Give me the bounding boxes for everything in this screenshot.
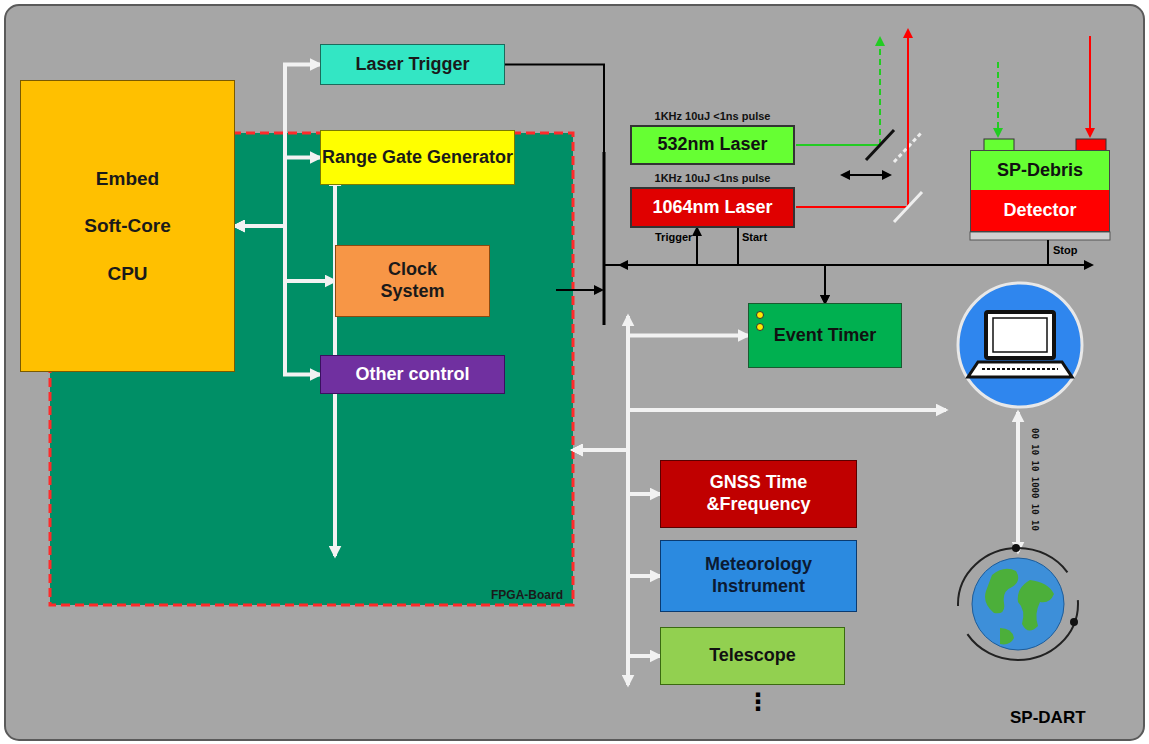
- node-label: Meteorology Instrument: [661, 554, 856, 597]
- bus-connector: [235, 226, 320, 375]
- node-label: SP-Debris: [971, 151, 1109, 191]
- node-heading: 1KHz 10uJ <1ns pulse: [632, 172, 793, 185]
- node-label: Detector: [971, 191, 1109, 231]
- earth-land: [1000, 628, 1014, 644]
- node-label: GNSS Time &Frequency: [661, 472, 856, 515]
- node-label: 532nm Laser: [657, 134, 767, 156]
- node-label: Clock System: [368, 259, 458, 302]
- bus-connector: [573, 450, 660, 494]
- data-link-arrow: [1016, 412, 1020, 552]
- indicator-dot: [757, 312, 764, 319]
- process-box: Clock System: [335, 245, 490, 317]
- node-heading: FPGA-Board: [491, 588, 563, 602]
- node-label: Embed Soft-Core CPU: [73, 155, 183, 298]
- node-label: Range Gate Generator: [322, 147, 513, 169]
- signal-label: Trigger: [655, 231, 692, 243]
- detector-base: [970, 232, 1110, 240]
- ellipsis-mark: ⋮: [746, 688, 770, 716]
- laptop-base: [968, 362, 1072, 377]
- mirror-shift-arrow: [842, 174, 890, 176]
- red-beam: [796, 206, 908, 208]
- laptop-screen: [986, 312, 1054, 358]
- signal-wire: [825, 240, 1048, 303]
- red-out-beam: [907, 30, 909, 207]
- binary-data-text: 00 10 10 1000 10 10: [1030, 428, 1040, 531]
- device-box: Telescope: [660, 627, 845, 685]
- mirror: [894, 192, 922, 222]
- signal-label: Stop: [1053, 244, 1077, 256]
- laptop-keys: [982, 368, 1058, 370]
- laser-box: 1KHz 10uJ <1ns pulse1064nm Laser: [630, 187, 795, 228]
- indicator-dot: [757, 324, 764, 331]
- satellite-dot: [1012, 544, 1020, 552]
- node-heading: 1KHz 10uJ <1ns pulse: [632, 110, 793, 123]
- computer-icon-circle: [958, 283, 1082, 407]
- process-box: Laser Trigger: [320, 44, 505, 85]
- device-box: Meteorology Instrument: [660, 540, 857, 612]
- node-label: 1064nm Laser: [652, 197, 772, 219]
- signal-wire: [738, 228, 825, 303]
- device-box: GNSS Time &Frequency: [660, 460, 857, 528]
- green-return-beam: [997, 62, 999, 136]
- cpu-box: Embed Soft-Core CPU: [20, 80, 235, 372]
- earth-land: [1018, 580, 1054, 631]
- mirror: [866, 130, 894, 160]
- orbit: [958, 548, 1078, 660]
- laptop-screen-inner: [993, 318, 1047, 352]
- node-label: Event Timer: [774, 325, 877, 347]
- process-box: Other control: [320, 355, 505, 394]
- bus-connector: [573, 450, 660, 656]
- laser-box: 1KHz 10uJ <1ns pulse532nm Laser: [630, 125, 795, 165]
- earth-land: [985, 569, 1018, 614]
- range-gate-wire: [556, 289, 602, 291]
- detector-box: SP-DebrisDetector: [970, 150, 1110, 232]
- bus-connector: [573, 336, 748, 451]
- signal-label: Start: [742, 231, 767, 243]
- earth-globe: [972, 558, 1064, 650]
- node-label: Laser Trigger: [355, 54, 469, 76]
- diagram-title-mark: SP-DART: [1010, 708, 1086, 728]
- bus-connector: [235, 65, 320, 227]
- process-box: Event Timer: [748, 303, 902, 368]
- red-return-beam: [1089, 36, 1091, 136]
- satellite-dot: [1070, 618, 1078, 626]
- green-out-beam: [879, 38, 881, 145]
- node-label: Other control: [355, 364, 469, 386]
- node-label: Telescope: [709, 645, 796, 667]
- background-panel: [5, 5, 1144, 740]
- fpga-board: FPGA-BoardEmbed Soft-Core CPULaser Trigg…: [50, 133, 573, 605]
- process-box: Range Gate Generator: [320, 130, 515, 185]
- laptop-bus-arrow: [628, 408, 946, 412]
- bus-connector: [235, 158, 320, 227]
- indicator-dots: [753, 307, 767, 335]
- bus-connector: [573, 450, 660, 576]
- green-beam: [796, 144, 880, 146]
